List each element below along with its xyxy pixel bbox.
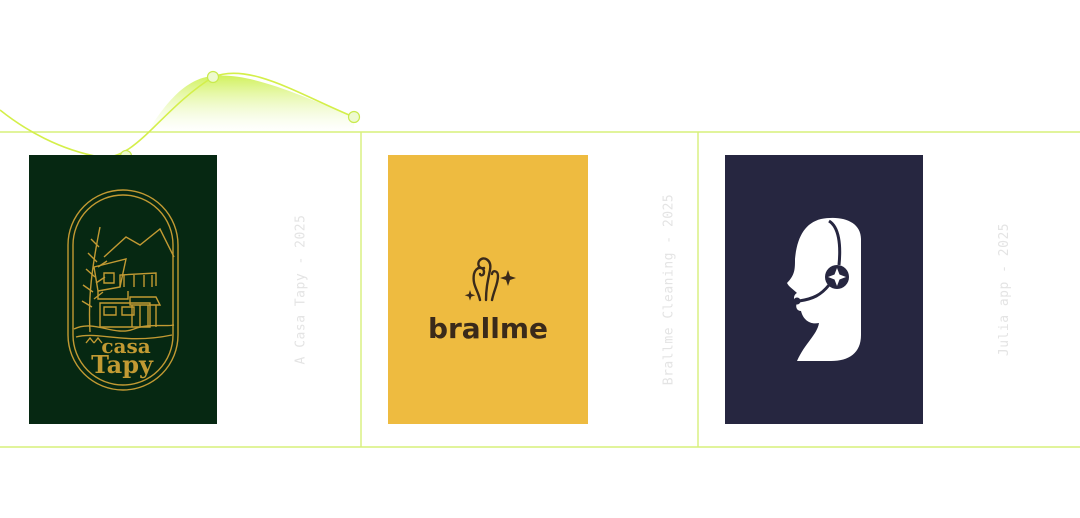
project-caption-casa-tapy: A Casa Tapy - 2025 <box>286 155 316 424</box>
caption-text: Brallme Cleaning - 2025 <box>661 193 677 386</box>
caption-text: Julia app - 2025 <box>997 222 1013 357</box>
brallme-logo: brallme <box>428 256 548 345</box>
curve-node <box>206 70 220 84</box>
project-card-brallme[interactable]: brallme <box>388 155 588 424</box>
casa-tapy-logo-line1: casa <box>101 334 150 358</box>
project-caption-brallme: Brallme Cleaning - 2025 <box>654 155 684 424</box>
project-card-julia[interactable] <box>725 155 923 424</box>
curve-node <box>347 110 361 124</box>
sparkle-icon <box>464 289 476 301</box>
casa-tapy-logo-line2: Tapy <box>91 350 154 379</box>
headset-face-icon <box>787 217 861 361</box>
star-icon <box>828 267 846 286</box>
decorative-curve <box>0 72 355 158</box>
project-card-casa-tapy[interactable]: casa Tapy <box>29 155 217 424</box>
swirl-steam-icon <box>472 256 500 301</box>
brallme-wordmark: brallme <box>428 312 548 345</box>
casa-tapy-logo: casa Tapy <box>67 188 179 391</box>
project-caption-julia: Julia app - 2025 <box>990 155 1020 424</box>
decorative-curve-fill <box>150 75 354 132</box>
sparkle-icon <box>500 269 516 286</box>
caption-text: A Casa Tapy - 2025 <box>293 214 309 365</box>
